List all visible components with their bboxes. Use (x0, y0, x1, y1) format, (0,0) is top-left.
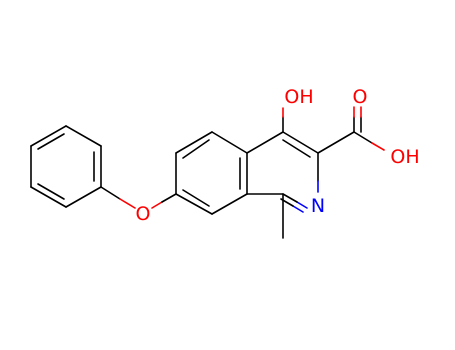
ring-nitrogen-label: N (311, 195, 325, 217)
phenyl-ring (30, 125, 102, 208)
benzo-ring (175, 131, 248, 215)
acid-hydroxyl-label: OH (390, 146, 419, 168)
carbonyl-oxygen-label: O (353, 86, 368, 108)
ether-bonds (100, 186, 177, 209)
ether-oxygen-label: O (136, 203, 151, 225)
hydroxyl-label: OH (284, 86, 313, 108)
pyridine-ring (246, 131, 319, 213)
carboxylic-acid-bonds (317, 106, 385, 154)
